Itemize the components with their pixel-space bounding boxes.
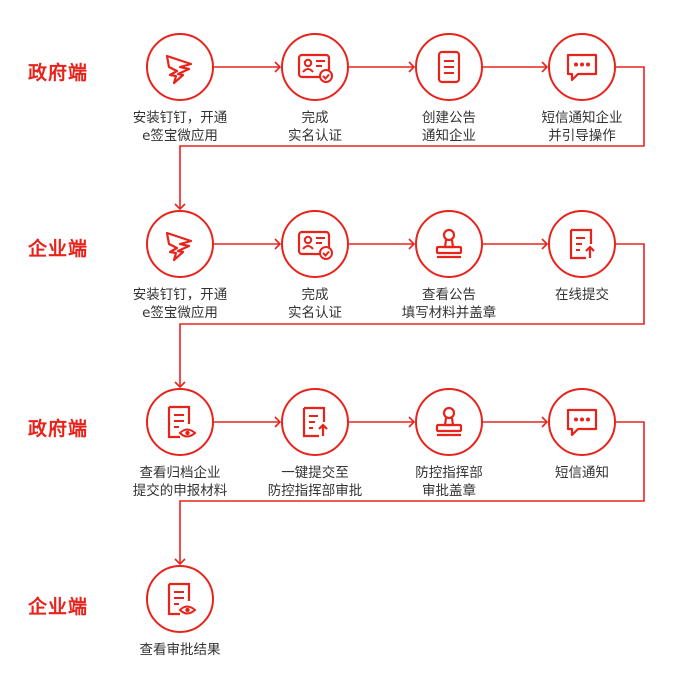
message-bubble-icon	[566, 53, 598, 82]
seal-stamp-icon	[435, 406, 463, 437]
step-caption: 短信通知	[517, 464, 647, 482]
step-caption-line: 实名认证	[288, 128, 342, 144]
row-connector-2	[179, 421, 645, 564]
step-caption: 创建公告通知企业	[384, 109, 514, 145]
step-caption: 安装钉钉，开通 e签宝微应用	[115, 109, 245, 145]
step-node-1-0	[146, 210, 214, 278]
row-label-government-2: 政府端	[28, 418, 89, 440]
flow-arrow-1-0-arrowhead	[274, 238, 282, 250]
step-caption: 完成实名认证	[250, 109, 380, 145]
step-node-0-2	[415, 33, 483, 101]
step-node-0-3	[548, 33, 616, 101]
step-caption-line: e签宝微应用	[142, 305, 218, 321]
flow-arrow-0-2-arrowhead	[541, 61, 549, 73]
step-caption: 防控指挥部审批盖章	[384, 464, 514, 500]
step-caption-line: 并引导操作	[548, 128, 616, 144]
step-caption-line: 提交的申报材料	[132, 483, 228, 499]
step-caption: 查看公告填写材料并盖章	[384, 286, 514, 322]
step-node-0-0	[146, 33, 214, 101]
step-caption: 查看归档企业提交的申报材料	[115, 464, 245, 500]
step-node-3-0	[146, 565, 214, 633]
dingtalk-icon	[165, 231, 193, 262]
step-caption-line: 查看公告	[422, 287, 476, 303]
dingtalk-icon	[165, 54, 193, 85]
step-node-2-1	[281, 388, 349, 456]
step-node-2-2	[415, 388, 483, 456]
step-node-2-0	[146, 388, 214, 456]
step-node-0-1	[281, 33, 349, 101]
row-label-enterprise-2: 企业端	[28, 596, 89, 618]
view-document-icon	[167, 405, 197, 439]
flow-arrow-0-0-arrowhead	[274, 61, 282, 73]
step-caption-line: 短信通知	[555, 465, 609, 481]
row-connector-0	[179, 66, 645, 209]
step-caption-line: 短信通知企业	[541, 110, 623, 126]
step-caption: 短信通知企业并引导操作	[517, 109, 647, 145]
step-caption-line: 查看审批结果	[139, 642, 221, 658]
step-caption-line: 实名认证	[288, 305, 342, 321]
step-node-1-3	[548, 210, 616, 278]
step-node-2-3	[548, 388, 616, 456]
step-caption: 在线提交	[517, 286, 647, 304]
step-caption-line: 完成	[301, 287, 329, 303]
flow-arrow-0-1-arrowhead	[408, 61, 416, 73]
document-icon	[437, 50, 461, 84]
flow-arrow-2-1-arrowhead	[408, 416, 416, 428]
step-caption-line: 安装钉钉，开通	[132, 287, 228, 303]
row-label-government-1: 政府端	[28, 62, 89, 84]
step-caption-line: 一键提交至	[281, 465, 349, 481]
flow-arrow-2-0-arrowhead	[274, 416, 282, 428]
step-caption-line: 通知企业	[422, 128, 476, 144]
step-caption-line: 安装钉钉，开通	[132, 110, 228, 126]
step-caption-line: 在线提交	[555, 287, 609, 303]
upload-document-icon	[302, 406, 328, 438]
step-caption-line: 完成	[301, 110, 329, 126]
step-caption-line: 创建公告	[422, 110, 476, 126]
flow-arrow-2-2-arrowhead	[541, 416, 549, 428]
id-card-verified-icon	[297, 53, 333, 83]
step-caption-line: 防控指挥部	[415, 465, 483, 481]
seal-stamp-icon	[435, 228, 463, 259]
row-connector-0-arrowhead	[174, 203, 186, 211]
row-connector-2-arrowhead	[174, 558, 186, 566]
step-caption: 一键提交至防控指挥部审批	[250, 464, 380, 500]
step-caption-line: 查看归档企业	[139, 465, 221, 481]
step-caption-line: 审批盖章	[422, 483, 476, 499]
message-bubble-icon	[566, 408, 598, 437]
upload-document-icon	[569, 228, 595, 260]
step-node-1-1	[281, 210, 349, 278]
step-node-1-2	[415, 210, 483, 278]
row-connector-1-arrowhead	[174, 381, 186, 389]
flow-arrow-1-2-arrowhead	[541, 238, 549, 250]
step-caption-line: e签宝微应用	[142, 128, 218, 144]
row-connector-1	[179, 243, 645, 387]
id-card-verified-icon	[297, 230, 333, 260]
step-caption-line: 防控指挥部审批	[267, 483, 363, 499]
step-caption: 查看审批结果	[115, 641, 245, 659]
view-document-icon	[167, 582, 197, 616]
row-label-enterprise-1: 企业端	[28, 238, 89, 260]
flow-arrow-1-1-arrowhead	[408, 238, 416, 250]
step-caption-line: 填写材料并盖章	[401, 305, 497, 321]
step-caption: 安装钉钉，开通 e签宝微应用	[115, 286, 245, 322]
step-caption: 完成实名认证	[250, 286, 380, 322]
